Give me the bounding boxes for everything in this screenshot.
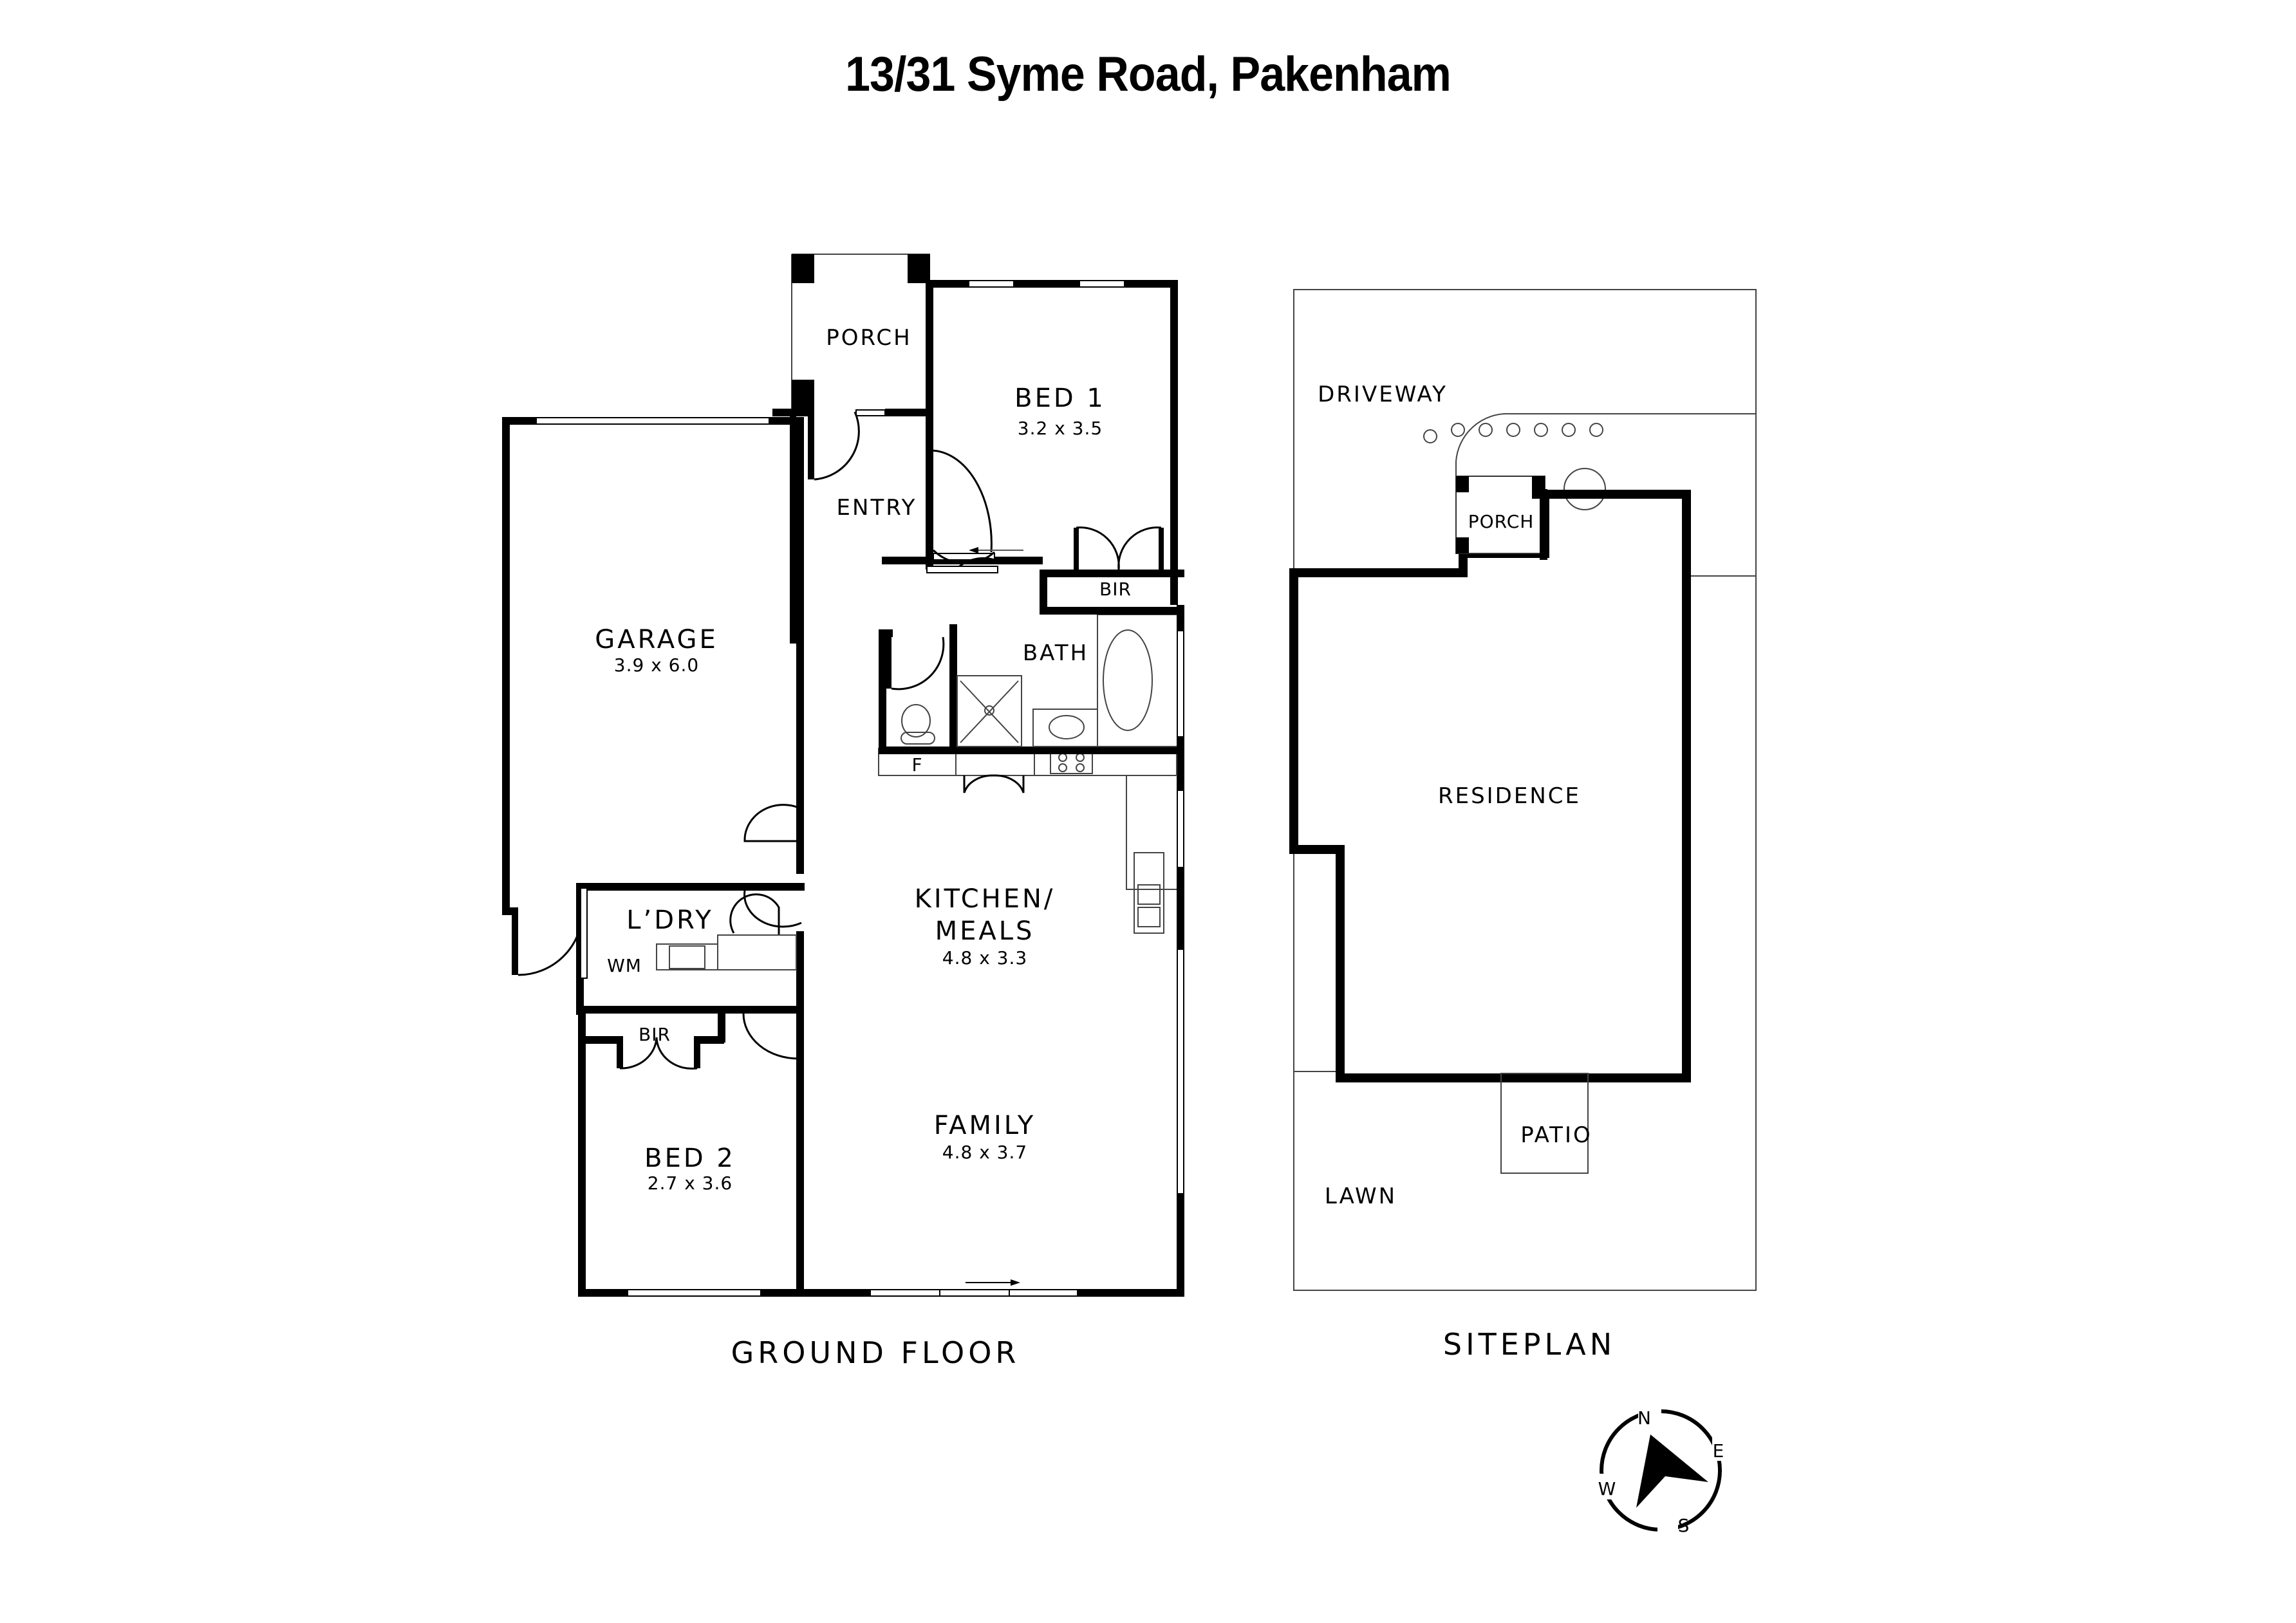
sink (1134, 852, 1164, 934)
room-dims-garage: 3.9 x 6.0 (614, 654, 699, 676)
siteplan-drawing (1289, 289, 1757, 1291)
room-label-entry: ENTRY (837, 495, 917, 521)
room-label-fridge: F (911, 754, 922, 775)
room-label-meals: MEALS (935, 916, 1035, 946)
room-label-family: FAMILY (934, 1111, 1036, 1140)
room-label-kitchen: KITCHEN/ (915, 884, 1056, 914)
north-arrow-icon (1636, 1434, 1708, 1508)
pantry-doors (963, 774, 1025, 793)
ground-floor-caption: GROUND FLOOR (731, 1335, 1020, 1370)
bed1-door-swing (930, 449, 993, 553)
compass-rose-icon (1596, 1406, 1731, 1538)
room-label-bath: BATH (1023, 640, 1088, 666)
compass-w: W (1598, 1478, 1617, 1499)
porch-pillar (792, 254, 814, 283)
wardrobe-doors (1076, 526, 1162, 570)
room-dims-bed1: 3.2 x 3.5 (1018, 418, 1103, 439)
garage-side-door-swing (518, 910, 584, 976)
room-label-bed2-bir: BIR (639, 1024, 671, 1045)
window (968, 280, 1014, 288)
site-label-driveway: DRIVEWAY (1318, 382, 1448, 407)
cooktop (1050, 751, 1093, 774)
tree (1563, 468, 1606, 510)
site-label-residence: RESIDENCE (1438, 783, 1581, 809)
site-label-porch: PORCH (1468, 511, 1535, 532)
residence-outline (1289, 490, 1691, 1082)
siteplan-caption: SITEPLAN (1443, 1327, 1616, 1362)
room-label-porch: PORCH (826, 325, 912, 351)
window (627, 1289, 761, 1297)
room-dims-family: 4.8 x 3.7 (942, 1142, 1027, 1163)
ground-floor-plan (502, 254, 1184, 1297)
site-label-patio: PATIO (1520, 1122, 1592, 1148)
room-dims-bed2: 2.7 x 3.6 (648, 1173, 733, 1194)
shower (957, 675, 1022, 747)
room-label-bed1: BED 1 (1014, 384, 1106, 413)
page-title: 13/31 Syme Road, Pakenham (845, 47, 1451, 102)
room-label-bed1-bir: BIR (1099, 579, 1132, 600)
room-label-wm: WM (607, 955, 642, 976)
shrub-row (1423, 423, 1603, 443)
porch-pillar (792, 380, 814, 409)
sliding-door (870, 1289, 1078, 1297)
compass-n: N (1638, 1407, 1652, 1429)
compass-e: E (1713, 1440, 1725, 1461)
patio-outline (1500, 1073, 1589, 1174)
garage-door (536, 417, 770, 425)
room-label-garage: GARAGE (595, 625, 718, 654)
toilet (901, 704, 931, 737)
front-door-swing (814, 411, 860, 481)
room-dims-kitchen: 4.8 x 3.3 (942, 947, 1027, 969)
vanity (1032, 709, 1098, 747)
porch-pillar (908, 254, 930, 283)
site-label-lawn: LAWN (1325, 1183, 1397, 1209)
compass-s: S (1678, 1515, 1690, 1536)
room-label-laundry: L’DRY (626, 905, 713, 935)
room-label-bed2: BED 2 (644, 1144, 736, 1173)
window (1079, 280, 1125, 288)
